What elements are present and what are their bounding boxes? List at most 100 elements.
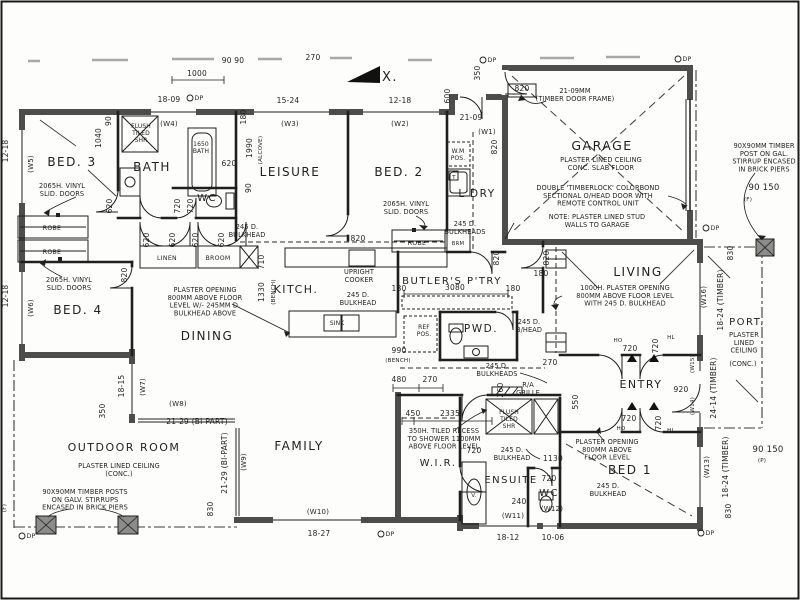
window-tag: (W5) xyxy=(27,155,35,173)
dimension-label: 3080 xyxy=(445,283,465,292)
dimension-label: 820 xyxy=(490,140,499,155)
downpipe-icon xyxy=(674,55,682,63)
north-arrow-icon xyxy=(347,66,380,83)
fixture-label: LINEN xyxy=(157,255,177,262)
window-tag: (W8) xyxy=(169,400,187,408)
dimension-label: 1990 xyxy=(245,138,254,158)
dimension-label: 18-09 xyxy=(158,95,181,104)
dimension-label: 830 xyxy=(726,246,735,261)
room-label: LIVING xyxy=(613,265,662,279)
fixture-label: BRM xyxy=(452,241,465,247)
dimension-label: 600 xyxy=(443,89,452,104)
dimension-label: 720 xyxy=(651,339,660,354)
dimension-label: 90 150 xyxy=(753,445,784,455)
annotation: 245 D.B/HEAD xyxy=(516,318,542,334)
downpipe-icon xyxy=(702,224,710,232)
window-tag: (W3) xyxy=(281,120,299,128)
annotation: 245 D.BULKHEADS xyxy=(444,220,485,236)
dimension-label: 90 xyxy=(244,183,253,193)
dimension-label: 990 xyxy=(392,346,407,355)
dimension-label: 180 xyxy=(239,110,248,125)
dimension-label: 720 xyxy=(186,199,195,214)
room-label: PWD. xyxy=(464,323,498,335)
entry-step-markers xyxy=(627,354,659,410)
annotation: 245 D.BULKHEAD xyxy=(590,482,627,498)
dimension-label: (BENCH) xyxy=(271,279,277,304)
room-label: WC xyxy=(539,488,559,499)
dimension-label: 12-18 xyxy=(1,140,10,163)
window-tag: (W16) xyxy=(700,286,708,308)
dimension-label: HL xyxy=(667,428,675,434)
dimension-label: 830 xyxy=(206,502,215,517)
dimension-label: 270 xyxy=(543,358,558,367)
dimension-label: 260 xyxy=(496,383,505,398)
dp-label: DP xyxy=(488,57,497,64)
dimension-label: 920 xyxy=(674,385,689,394)
room-label: BUTLER'S P'TRY xyxy=(402,276,502,287)
dimension-label: 820 xyxy=(351,234,366,243)
dimension-label: 21-09 xyxy=(460,113,483,122)
dimension-label: (F) xyxy=(2,504,8,512)
window-tag: (W6) xyxy=(27,299,35,317)
dimension-label: 1330 xyxy=(257,282,266,302)
dp-label: DP xyxy=(711,225,720,232)
dimension-label: 18-27 xyxy=(308,529,331,538)
dimension-label: 240 xyxy=(512,497,527,506)
room-label: FAMILY xyxy=(274,439,323,453)
downpipe-icon xyxy=(377,530,385,538)
annotation: 245 D.BULKHEAD xyxy=(494,446,531,462)
dimension-label: HO xyxy=(616,426,625,432)
downpipe-icon xyxy=(186,94,194,102)
dimension-label: 270 xyxy=(306,53,321,62)
dimension-label: 720 xyxy=(623,344,638,353)
dimension-label: 820 xyxy=(120,268,129,283)
room-label: GARAGE xyxy=(571,138,632,153)
dimension-label: 12-18 xyxy=(389,96,412,105)
dimension-label: 12-18 xyxy=(1,285,10,308)
dp-label: DP xyxy=(706,530,715,537)
dimension-label: 90 xyxy=(104,116,113,126)
garage-sectional-door xyxy=(685,99,691,211)
dimension-label: 620 xyxy=(217,233,226,248)
annotation: 245 D.BULKHEAD xyxy=(229,223,266,239)
dimension-label: 830 xyxy=(724,504,733,519)
dimension-label: 180 xyxy=(392,284,407,293)
dimension-lines xyxy=(171,76,509,425)
dimension-label: 180 xyxy=(534,269,549,278)
room-label: BED. 4 xyxy=(53,303,102,317)
room-label: OUTDOOR ROOM xyxy=(68,441,181,454)
annotation: (CONC.) xyxy=(729,360,756,368)
fixture-label: V. xyxy=(471,493,476,499)
room-label: DINING xyxy=(181,329,234,343)
window-tag: (W10) xyxy=(307,508,329,516)
dimension-label: 720 xyxy=(622,414,637,423)
dimension-label: 620 xyxy=(168,233,177,248)
room-label: BED. 3 xyxy=(47,155,96,169)
dimension-label: HL xyxy=(667,335,675,341)
dimension-label: 620 xyxy=(191,233,200,248)
dimension-label: 350 xyxy=(473,66,482,81)
downpipe-icon xyxy=(479,56,487,64)
dimension-label: 2335 xyxy=(440,409,460,418)
annotation: 245 D.BULKHEAD xyxy=(340,291,377,307)
window-tag: (W9) xyxy=(240,453,248,471)
fixture-label: ROBE xyxy=(408,240,427,247)
window-tag: (W14) xyxy=(690,397,696,415)
annotation: 245 D.BULKHEADS xyxy=(476,362,517,378)
room-label: ENTRY xyxy=(619,378,662,391)
window-tag: (W7) xyxy=(139,378,147,396)
